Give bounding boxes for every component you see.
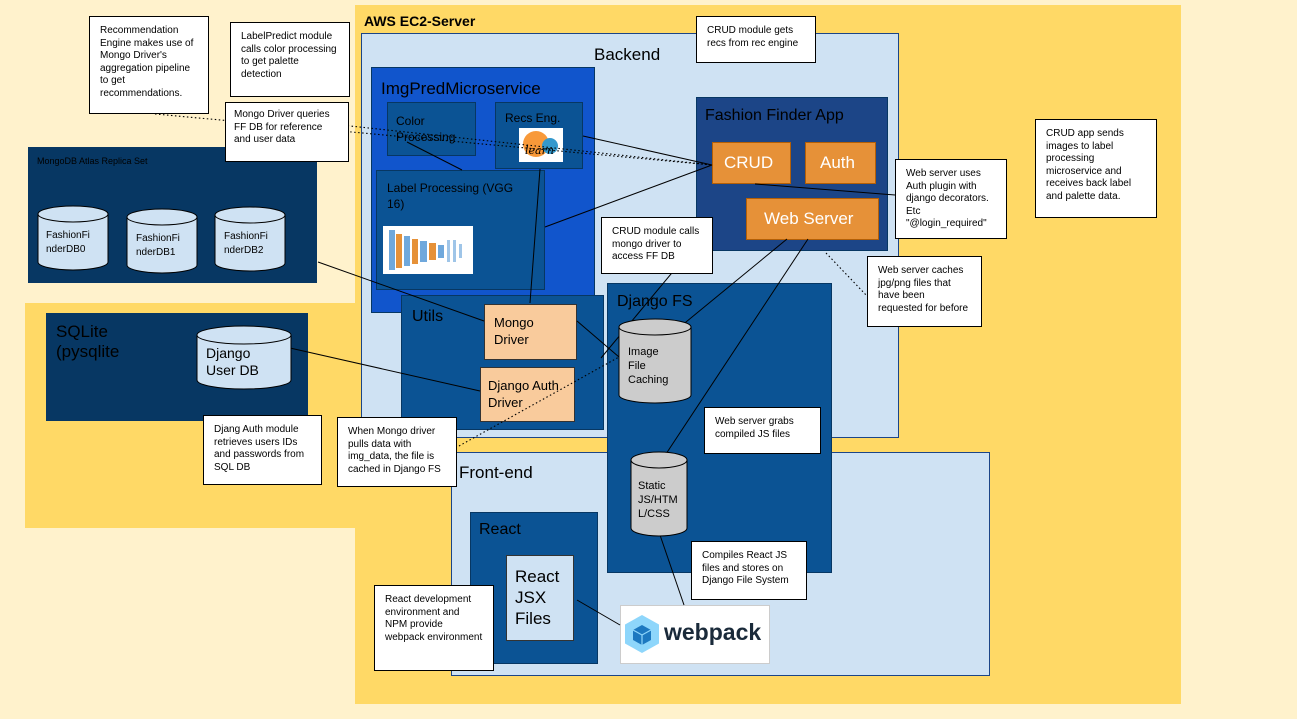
django-fs-title: Django FS — [617, 293, 693, 310]
note-crud-mongo: CRUD module calls mongo driver to access… — [601, 217, 713, 274]
fashion-finder-title: Fashion Finder App — [705, 107, 844, 124]
backend-title: Backend — [594, 45, 661, 64]
mongodb-title: MongoDB Atlas Replica Set — [37, 156, 148, 166]
frontend-title: Front-end — [459, 463, 533, 482]
fashionfinderdb2-label: FashionFi nderDB2 — [224, 231, 268, 256]
note-web-js: Web server grabs compiled JS files — [704, 407, 821, 454]
django-user-db-label: Django User DB — [206, 345, 259, 378]
sklearn-logo-icon: learn — [519, 128, 563, 162]
static-files-label: Static JS/HTM L/CSS — [638, 480, 678, 520]
fashionfinderdb0-cylinder — [37, 213, 109, 271]
crud-module — [712, 142, 791, 184]
note-mongo-queries: Mongo Driver queries FF DB for reference… — [225, 102, 349, 162]
note-react-dev: React development environment and NPM pr… — [374, 585, 494, 671]
web-server-module — [746, 198, 879, 240]
auth-module — [805, 142, 876, 184]
note-crud-app: CRUD app sends images to label processin… — [1035, 119, 1157, 218]
fashionfinderdb1-label: FashionFi nderDB1 — [136, 233, 180, 258]
note-django-auth: Djang Auth module retrieves users IDs an… — [203, 415, 322, 485]
web-server-label: Web Server — [764, 209, 854, 228]
note-crud-recs: CRUD module gets recs from rec engine — [696, 16, 816, 63]
ec2-title: AWS EC2-Server — [364, 13, 476, 29]
react-jsx-files-label: React JSX Files — [515, 567, 560, 628]
fashionfinderdb2-cylinder — [214, 214, 286, 272]
sqlite-title: SQLite (pysqlite — [56, 322, 120, 361]
note-web-auth: Web server uses Auth plugin with django … — [895, 159, 1007, 239]
recs-engine-label: Recs Eng. — [505, 111, 561, 125]
fashionfinderdb1-cylinder — [126, 216, 198, 274]
react-jsx-files-box — [506, 555, 574, 641]
django-user-db-cylinder — [196, 334, 292, 390]
webpack-label: webpack — [664, 619, 762, 645]
utils-title: Utils — [412, 308, 444, 325]
color-processing-label: Color Processing — [396, 114, 456, 144]
note-compiles: Compiles React JS files and stores on Dj… — [691, 541, 807, 600]
note-label-predict: LabelPredict module calls color processi… — [230, 22, 350, 97]
note-mongo-pull: When Mongo driver pulls data with img_da… — [337, 417, 457, 487]
django-auth-driver-label: Django Auth Driver — [488, 378, 559, 410]
static-files-cylinder — [630, 459, 688, 537]
image-cache-label: Image File Caching — [628, 346, 669, 386]
fashionfinderdb0-label: FashionFi nderDB0 — [46, 230, 90, 255]
imgpred-title: ImgPredMicroservice — [381, 79, 541, 98]
react-title: React — [479, 521, 521, 538]
mongo-driver-box — [484, 304, 577, 360]
note-web-cache: Web server caches jpg/png files that hav… — [867, 256, 982, 327]
note-rec-engine: Recommendation Engine makes use of Mongo… — [89, 16, 209, 114]
webpack-cube-icon — [623, 614, 661, 654]
label-processing-label: Label Processing (VGG 16) — [387, 181, 514, 211]
color-processing-box — [387, 102, 476, 156]
mongo-driver-label: Mongo Driver — [494, 315, 534, 347]
auth-label: Auth — [820, 153, 855, 172]
image-cache-cylinder — [618, 326, 692, 404]
crud-label: CRUD — [724, 153, 774, 172]
vgg16-architecture-image — [383, 226, 473, 274]
django-auth-driver-box — [480, 367, 575, 422]
